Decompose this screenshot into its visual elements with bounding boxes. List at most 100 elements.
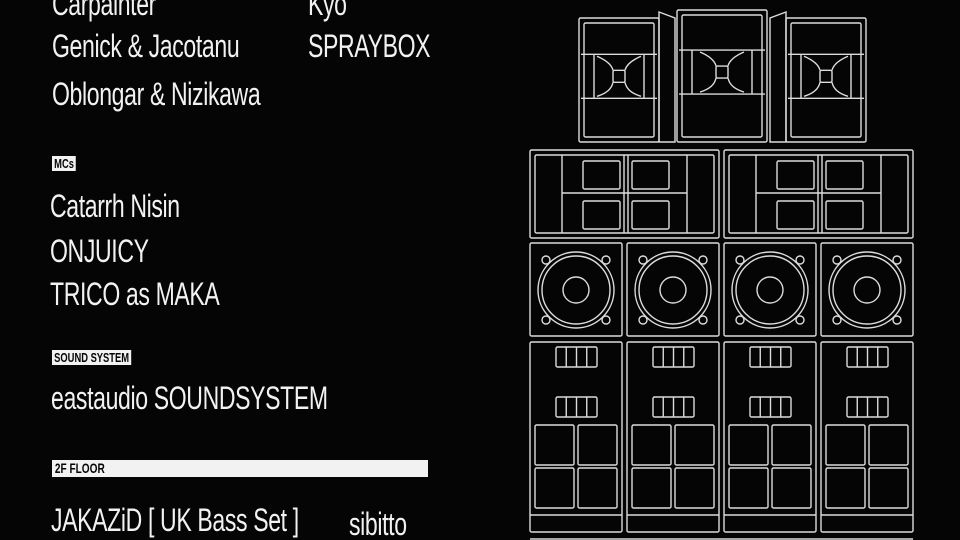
section-label-sound-system: SOUND SYSTEM [52, 350, 132, 365]
section-label-mcs: MCs [52, 156, 77, 171]
mount-lug [698, 315, 708, 325]
horn-cabinet-left [578, 17, 660, 143]
driver-port [776, 200, 815, 230]
cabinet-side-panel [658, 10, 676, 143]
cabinet-outline [626, 341, 720, 533]
woofer-ring [731, 251, 809, 329]
cabinet-side-panel [769, 10, 787, 143]
mc-name: ONJUICY [50, 233, 149, 269]
bass-port [631, 424, 672, 466]
mount-lug [832, 255, 842, 265]
cabinet-inner [681, 14, 763, 138]
cabinet-outline [723, 149, 914, 239]
bass-port [868, 467, 909, 509]
artist-name: Carpainter [52, 0, 156, 22]
cabinet-outline [626, 242, 720, 337]
mount-lug [735, 315, 745, 325]
mount-lug [601, 315, 611, 325]
artist-name: Kyo [308, 0, 347, 22]
mount-lug [892, 315, 902, 325]
bass-cabinet [820, 341, 914, 533]
horn-cabinet-right [785, 17, 867, 143]
bass-port [577, 467, 618, 509]
bass-cabinet [723, 341, 817, 533]
horn-flare [803, 55, 849, 97]
woofer-cabinet [723, 242, 817, 337]
driver-port [776, 160, 815, 190]
driver-port [825, 200, 864, 230]
woofer-ring [634, 251, 712, 329]
bass-cabinet [626, 341, 720, 533]
mount-lug [601, 255, 611, 265]
woofer-ring [735, 255, 805, 325]
mount-lug [795, 315, 805, 325]
woofer-cabinet [529, 242, 623, 337]
cabinet-inner [583, 22, 655, 138]
horn-flare [596, 55, 642, 97]
bass-port [674, 467, 715, 509]
driver-port [631, 200, 670, 230]
artist-name: sibitto [349, 506, 407, 540]
driver-port [582, 200, 621, 230]
cabinet-outline [676, 9, 768, 143]
mount-lug [638, 255, 648, 265]
cabinet-outline [820, 242, 914, 337]
cabinet-outline [723, 341, 817, 533]
woofer-cabinet [626, 242, 720, 337]
section-label-2f-floor: 2F FLOOR [54, 460, 105, 476]
driver-port [582, 160, 621, 190]
cabinet-inner [790, 22, 862, 138]
mount-lug [735, 255, 745, 265]
bass-port [534, 424, 575, 466]
cabinet-outline [820, 341, 914, 533]
artist-name: SPRAYBOX [308, 28, 431, 64]
bass-port [534, 467, 575, 509]
bass-port [825, 424, 866, 466]
woofer-ring [537, 251, 615, 329]
bass-port [868, 424, 909, 466]
woofer-ring [638, 255, 708, 325]
horn-cabinet-center [676, 9, 768, 143]
mount-lug [795, 255, 805, 265]
bass-port [771, 424, 812, 466]
horn-throat [819, 69, 833, 83]
mount-lug [832, 315, 842, 325]
section-bar-2f-floor: 2F FLOOR [52, 460, 428, 477]
horn-throat [612, 69, 626, 83]
bass-port [771, 467, 812, 509]
cabinet-outline [529, 242, 623, 337]
horn-throat [715, 65, 729, 79]
mid-cabinet [529, 149, 720, 239]
mount-lug [892, 255, 902, 265]
cabinet-outline [529, 341, 623, 533]
cabinet-outline [723, 242, 817, 337]
mount-lug [698, 255, 708, 265]
sound-system-name: eastaudio SOUNDSYSTEM [51, 380, 328, 416]
woofer-ring [832, 255, 902, 325]
bass-port [728, 467, 769, 509]
cabinet-outline [578, 17, 660, 143]
bass-port [674, 424, 715, 466]
bass-port [825, 467, 866, 509]
cabinet-outline [529, 149, 720, 239]
mount-lug [541, 255, 551, 265]
driver-port [825, 160, 864, 190]
cabinet-outline [785, 17, 867, 143]
bass-port [631, 467, 672, 509]
mid-cabinet [723, 149, 914, 239]
woofer-dustcap [659, 276, 687, 304]
horn-flare [699, 51, 745, 93]
woofer-ring [828, 251, 906, 329]
bass-port [577, 424, 618, 466]
driver-port [631, 160, 670, 190]
woofer-cabinet [820, 242, 914, 337]
bass-port [728, 424, 769, 466]
artist-name: Genick & Jacotanu [52, 28, 240, 64]
woofer-dustcap [853, 276, 881, 304]
mc-name: Catarrh Nisin [50, 188, 180, 224]
woofer-dustcap [562, 276, 590, 304]
mount-lug [638, 315, 648, 325]
bass-cabinet [529, 341, 623, 533]
